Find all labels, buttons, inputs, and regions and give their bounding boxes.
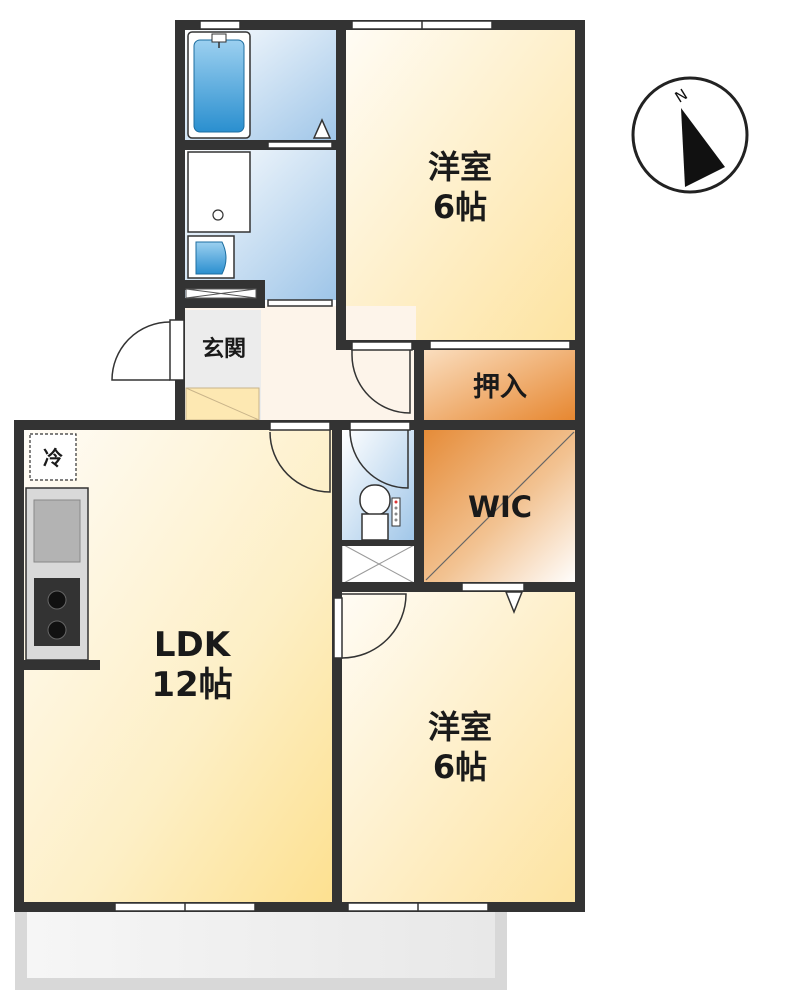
room-entrance-name: 玄関 bbox=[202, 336, 246, 362]
doors bbox=[111, 118, 525, 659]
room-western-north-floor bbox=[345, 28, 578, 342]
toilet bbox=[359, 484, 401, 541]
room-ldk-size: 12帖 bbox=[151, 665, 232, 705]
room-western-south-name: 洋室 bbox=[428, 708, 492, 746]
fridge-space: 冷 bbox=[29, 433, 77, 481]
room-ldk-name: LDK bbox=[154, 625, 232, 665]
washing-machine-pan bbox=[187, 151, 251, 233]
room-western-south-size: 6帖 bbox=[433, 748, 487, 786]
shoe-cabinet bbox=[185, 288, 257, 299]
wash-basin bbox=[187, 235, 235, 279]
room-western-south-floor bbox=[342, 588, 578, 906]
balcony bbox=[15, 912, 507, 990]
kitchen-counter bbox=[25, 487, 89, 661]
compass: N bbox=[631, 76, 749, 194]
room-western-north-size: 6帖 bbox=[433, 188, 487, 226]
bathtub bbox=[187, 31, 251, 139]
compass-arrow-icon bbox=[681, 108, 725, 187]
closet-floor bbox=[421, 346, 578, 422]
room-wic-name: WIC bbox=[468, 490, 532, 524]
room-western-north-name: 洋室 bbox=[428, 148, 492, 186]
fridge-label: 冷 bbox=[43, 446, 63, 470]
wic-diagonal bbox=[425, 431, 575, 581]
windows bbox=[114, 20, 571, 912]
room-closet-name: 押入 bbox=[473, 372, 527, 403]
